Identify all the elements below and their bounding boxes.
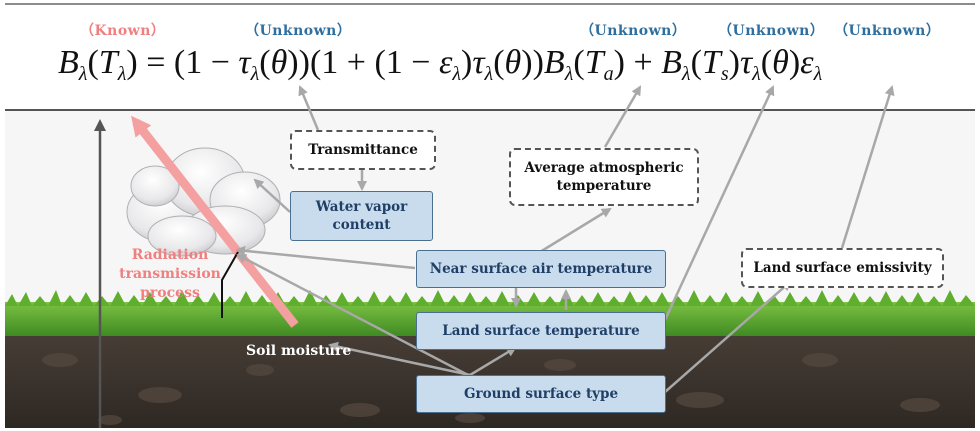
soil-texture <box>42 353 940 425</box>
radiative-transfer-equation: Bλ(Tλ) = (1 − τλ(θ))(1 + (1 − ελ)τλ(θ))B… <box>58 44 823 85</box>
arrow-ground-type-to-emissivity <box>664 280 792 393</box>
land-surface-temperature-box: Land surface temperature <box>416 312 666 350</box>
arrow-emissivity-to-epsilon <box>840 85 895 249</box>
arrow-near-air-to-radiation <box>235 245 416 270</box>
land-surface-emissivity-box: Land surface emissivity <box>741 248 944 288</box>
cloud-shape <box>126 147 281 257</box>
radiation-bracket <box>221 251 239 318</box>
arrow-avg-atm-to-ta <box>603 85 642 148</box>
arrow-near-air-to-avg-atm <box>539 207 612 254</box>
radiation-transmission-process-label: Radiation transmission process <box>119 247 221 301</box>
soil-moisture-label: Soil moisture <box>246 343 352 359</box>
radiation-transmission-arrow <box>131 115 299 328</box>
unknown-label-3: （Unknown） <box>718 23 825 39</box>
unknown-label-4: （Unknown） <box>834 23 941 39</box>
transmittance-box: Transmittance <box>290 130 436 170</box>
known-label: （Known） <box>80 23 166 39</box>
unknown-label-2: （Unknown） <box>580 23 687 39</box>
arrow-ground-type-to-land-temp <box>469 346 517 377</box>
near-surface-air-temperature-box: Near surface air temperature <box>416 250 666 288</box>
arrow-transmittance-to-tau <box>298 85 320 131</box>
arrow-land-temp-to-ts <box>663 85 775 321</box>
arrow-ground-type-to-radiation <box>236 253 469 377</box>
arrow-ground-type-to-soil-moisture <box>328 341 471 377</box>
ground-surface-type-box: Ground surface type <box>416 375 666 413</box>
water-vapor-content-box: Water vapor content <box>290 191 433 241</box>
average-atmospheric-temperature-box: Average atmospheric temperature <box>509 148 699 206</box>
grass-blades <box>5 290 975 306</box>
arrow-water-vapor-to-cloud <box>253 178 291 213</box>
unknown-label-1: （Unknown） <box>245 23 352 39</box>
